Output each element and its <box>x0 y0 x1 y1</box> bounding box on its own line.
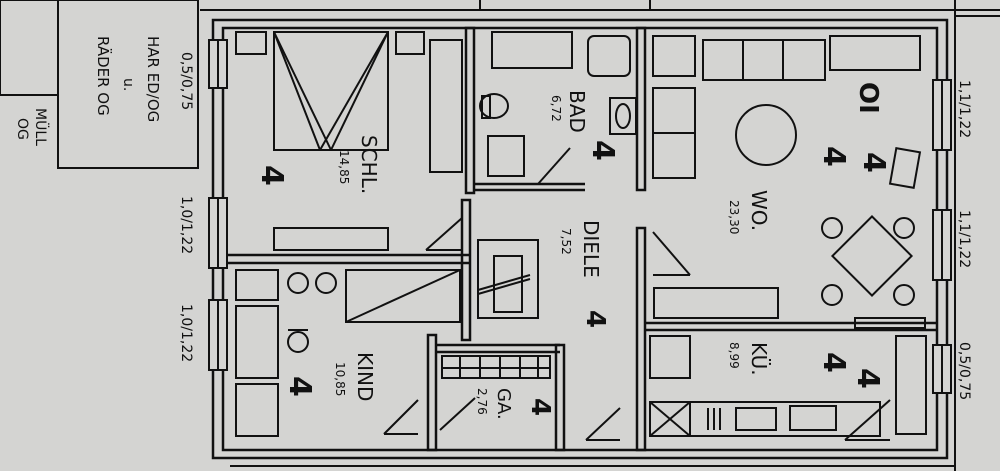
room-kind: KIND 10,85 4 <box>282 352 377 401</box>
room-area: 6,72 <box>549 95 563 122</box>
muell-note: MÜLL OG <box>14 108 50 146</box>
room-wo: WO. 23,30 4 4 OI <box>727 82 891 234</box>
room-area: 7,52 <box>559 228 573 255</box>
room-mark-extra: 4 <box>856 152 891 173</box>
wo-furniture <box>652 35 926 329</box>
side-note: HAR ED/OG u. RÄDER OG <box>94 36 162 122</box>
room-area: 14,85 <box>337 150 351 184</box>
room-ku: KÜ. 8,99 4 4 <box>727 342 885 389</box>
side-note-frame <box>57 0 199 169</box>
room-name: SCHL. <box>357 135 381 194</box>
room-mark: 4 <box>816 146 851 167</box>
room-mark: 4 <box>282 376 317 397</box>
room-schl: SCHL. 14,85 4 <box>254 135 381 194</box>
interior-walls <box>223 26 937 452</box>
oi-mark: OI <box>853 82 883 114</box>
window-labels-right: 1,1/1,22 1,1/1,22 0,5/0,75 <box>956 80 972 400</box>
window-label-right-2: 1,1/1,22 <box>956 210 972 268</box>
diele-furniture <box>477 239 621 441</box>
room-mark: 4 <box>525 398 555 416</box>
side-note-line1: HAR ED/OG <box>144 36 162 122</box>
schl-furniture <box>235 31 463 251</box>
room-mark: 4 <box>816 352 851 373</box>
room-ga: GA. 2,76 4 <box>475 388 555 420</box>
muell-note-line1: MÜLL <box>32 108 50 146</box>
window-labels-left: 0,5/0,75 1,0/1,22 1,0/1,22 <box>178 52 194 362</box>
room-mark: 4 <box>580 310 610 328</box>
room-name: DIELE <box>579 220 603 278</box>
room-mark: 4 <box>585 140 620 161</box>
room-bad: BAD 6,72 4 <box>549 90 620 161</box>
kind-furniture <box>235 269 461 437</box>
window-label-left-3: 1,0/1,22 <box>178 304 194 362</box>
room-name: BAD <box>565 90 589 133</box>
ga-furniture <box>439 355 551 431</box>
room-name: WO. <box>747 190 771 231</box>
room-name: KÜ. <box>747 342 771 376</box>
room-name: GA. <box>493 388 514 420</box>
window-label-left-2: 1,0/1,22 <box>178 196 194 254</box>
side-note-line3: RÄDER OG <box>94 36 113 116</box>
bad-furniture <box>479 31 637 185</box>
room-mark: 4 <box>254 165 289 186</box>
room-diele: DIELE 7,52 4 <box>559 220 610 328</box>
room-area: 8,99 <box>727 342 741 369</box>
room-area: 23,30 <box>727 200 741 234</box>
side-note-line2: u. <box>120 78 136 91</box>
room-name: KIND <box>353 352 377 401</box>
room-area: 10,85 <box>333 362 347 396</box>
window-label-left-1: 0,5/0,75 <box>178 52 194 110</box>
ku-furniture <box>649 335 927 441</box>
room-mark-extra: 4 <box>850 368 885 389</box>
muell-note-line2: OG <box>14 118 30 140</box>
window-label-right-3: 0,5/0,75 <box>956 342 972 400</box>
room-area: 2,76 <box>475 388 489 415</box>
window-label-right-1: 1,1/1,22 <box>956 80 972 138</box>
windows <box>208 39 952 394</box>
